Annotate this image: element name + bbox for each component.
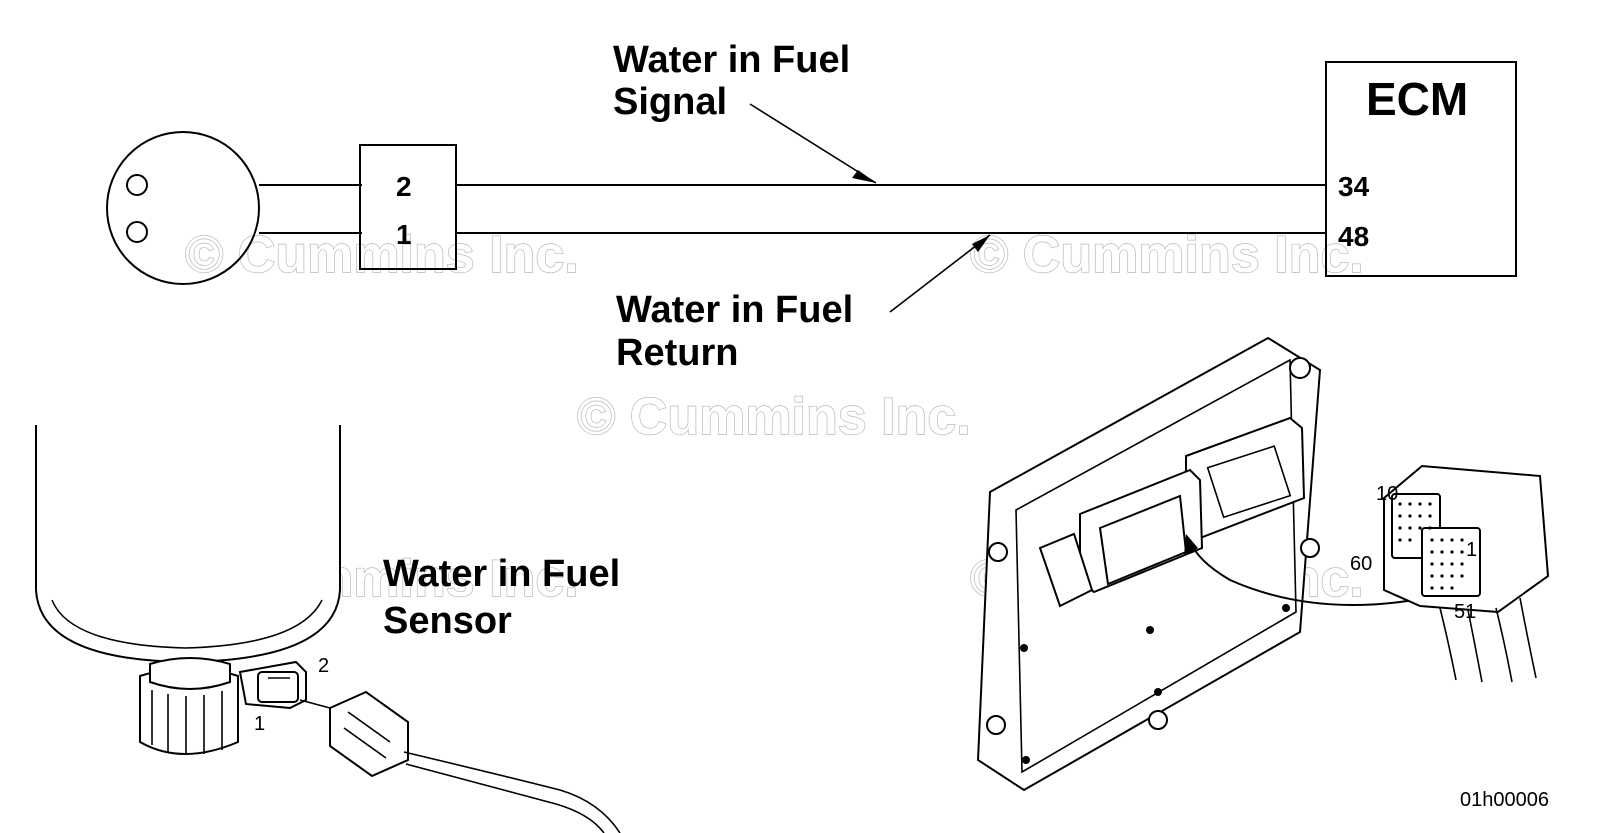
ecm-title: ECM [1366, 73, 1468, 125]
watermark-3: © Cummins Inc. [577, 388, 971, 446]
harness-connector [329, 690, 409, 778]
ecm-socket-large-inner [1206, 445, 1292, 519]
ecm-pin-label-60: 60 [1350, 553, 1372, 575]
harness-connector-seal-1 [347, 711, 391, 743]
ecm-pin-label-1: 1 [1466, 539, 1477, 561]
ecm-screw-5 [1022, 756, 1030, 764]
connector-pin-1: 1 [396, 219, 412, 250]
ecm-mount-hole-1 [1289, 357, 1311, 379]
harness-connector-seal-2 [343, 727, 387, 759]
fuel-filter-illustration: 2 1 Water in Fuel Sensor [35, 425, 621, 833]
sensor-pin-hole-bottom [126, 221, 148, 243]
ecm-screw-4 [1020, 644, 1028, 652]
connector-pin-2: 2 [396, 171, 412, 202]
sensor-title-line1: Water in Fuel [383, 553, 620, 595]
ecm-pin-34: 34 [1338, 171, 1370, 202]
inline-connector [359, 144, 457, 270]
ecm-connect-arrow [1189, 539, 1437, 606]
ecm-side-plug [1038, 532, 1094, 608]
ecm-harness-cable-1 [1439, 607, 1457, 681]
watermark-1: © Cummins Inc. [185, 226, 579, 284]
ecm-mount-hole-3 [986, 715, 1006, 735]
ecm-box [1325, 61, 1517, 277]
ecm-harness-cable-3 [1495, 607, 1513, 683]
ecm-pin-label-51: 51 [1454, 601, 1476, 623]
sensor-pin-hole-top [126, 174, 148, 196]
return-leader [889, 234, 991, 313]
harness-wire-1 [403, 751, 621, 833]
figure-id: 01h00006 [1460, 789, 1549, 811]
sensor-pin-2-label: 2 [318, 655, 329, 677]
harness-wire-2 [405, 763, 605, 833]
filter-canister-shade [51, 599, 323, 649]
ecm-pin-48: 48 [1338, 221, 1369, 252]
ecm-screw-1 [1146, 626, 1154, 634]
ecm-harness-cable-2 [1467, 609, 1483, 683]
signal-arrowhead [852, 170, 876, 183]
signal-label-line2: Signal [613, 81, 727, 123]
ecm-harness-pin-block-lower [1421, 527, 1481, 597]
ecm-housing-face [1015, 358, 1297, 774]
return-arrowhead [972, 235, 990, 252]
ecm-screw-3 [1282, 604, 1290, 612]
ecm-mount-hole-2 [988, 542, 1008, 562]
ecm-screw-2 [1154, 688, 1162, 696]
drain-valve-rim [149, 657, 231, 690]
ecm-pin-label-10: 10 [1376, 483, 1398, 505]
watermark-2: © Cummins Inc. [970, 226, 1364, 284]
signal-label-line1: Water in Fuel [613, 39, 850, 81]
sensor-symbol [106, 131, 260, 285]
sensor-pin-leader [299, 699, 331, 709]
sensor-connector [257, 671, 299, 703]
schematic: 2 1 ECM 34 48 Water in Fuel Signal Water… [106, 39, 1517, 374]
return-label-line2: Return [616, 332, 738, 374]
return-label-line1: Water in Fuel [616, 289, 853, 331]
ecm-harness-pin-grid [1398, 502, 1464, 590]
ecm-mount-hole-4 [1148, 710, 1168, 730]
ecm-mount-hole-5 [1300, 538, 1320, 558]
signal-leader [749, 103, 877, 184]
sensor-pin-1-label: 1 [254, 713, 265, 735]
ecm-harness-cable-4 [1519, 597, 1537, 679]
sensor-title-line2: Sensor [383, 600, 512, 642]
ecm-illustration: 10 60 51 1 [976, 336, 1550, 792]
ecm-connect-arrowhead [1184, 534, 1198, 556]
